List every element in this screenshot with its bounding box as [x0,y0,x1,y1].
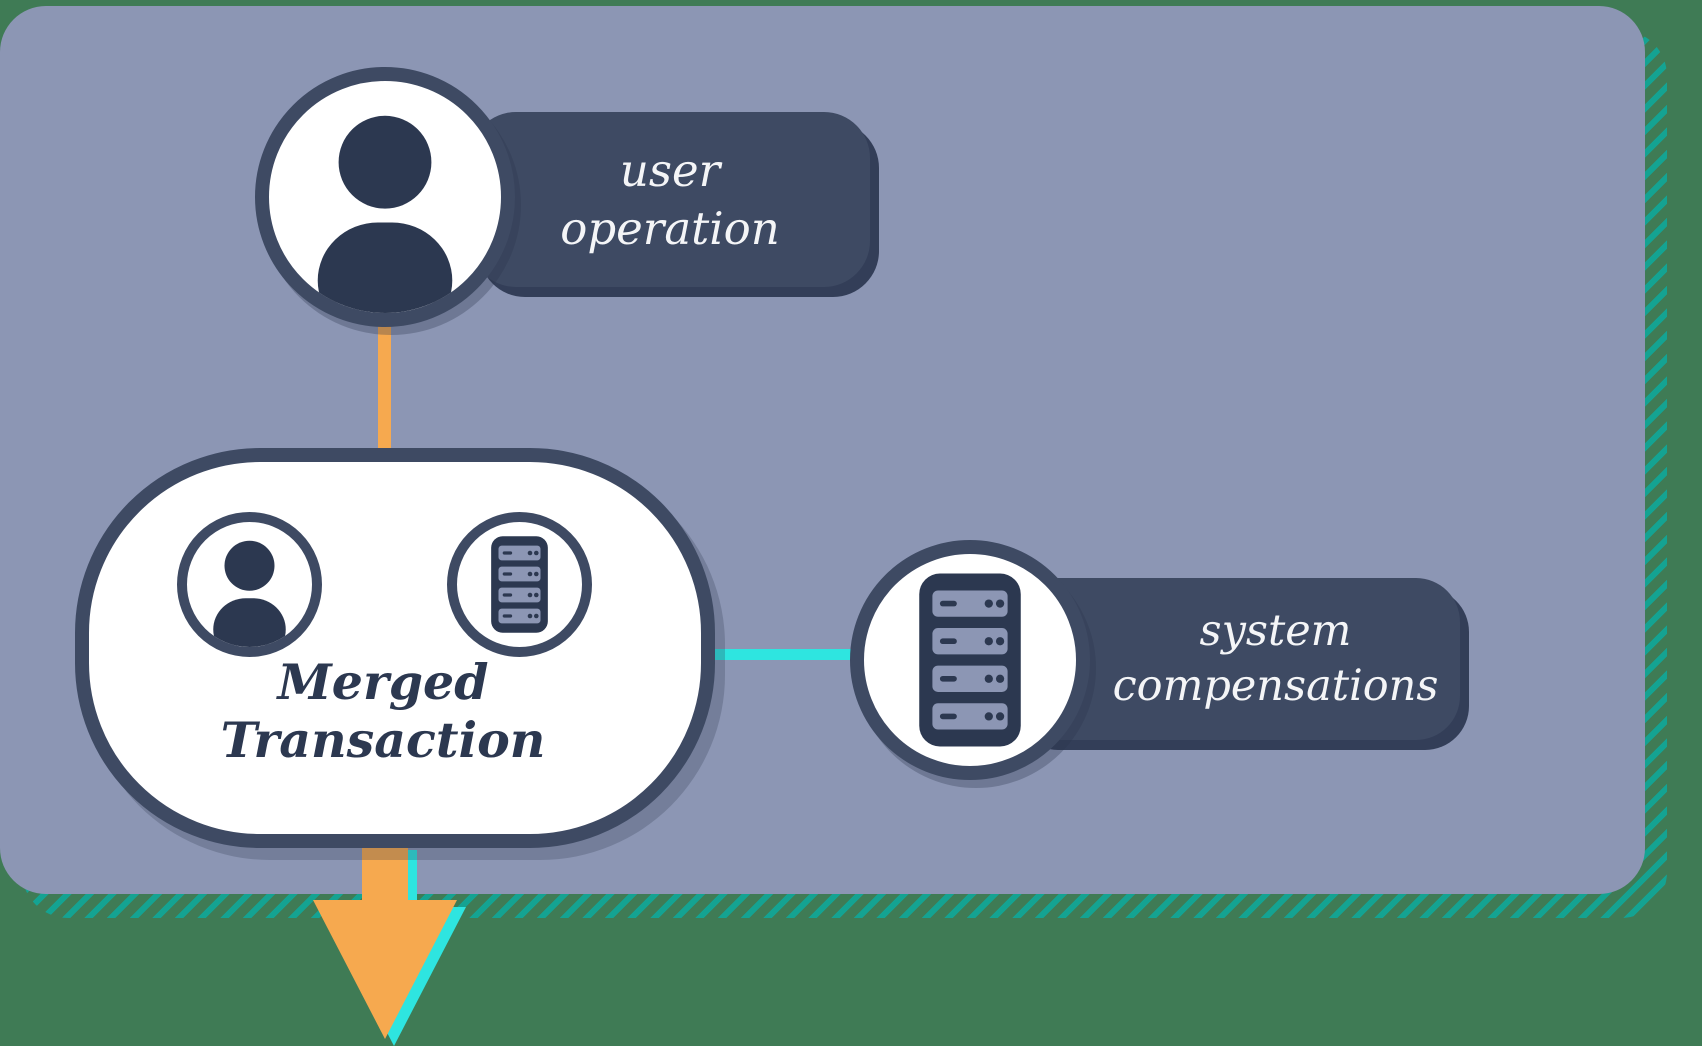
down-arrow-orange-layer [313,843,457,1039]
user-avatar-node [255,67,515,327]
system-compensations-text: system compensations [1112,605,1439,711]
down-arrow-icon [313,843,466,1046]
merged-transaction-node: Merged Transaction [75,448,715,848]
merged-to-system-connector [700,649,860,660]
user-icon [187,522,312,647]
merged-server-avatar [447,512,592,657]
server-icon [876,566,1064,754]
user-operation-text: user operation [560,143,780,255]
merged-user-avatar [177,512,322,657]
user-operation-label: user operation [470,112,870,287]
merged-transaction-label: Merged Transaction [220,653,546,769]
server-icon [467,532,572,637]
user-to-merged-connector [378,320,391,460]
user-icon [269,81,501,313]
system-compensations-label: system compensations [1005,578,1460,740]
system-server-node [850,540,1090,780]
